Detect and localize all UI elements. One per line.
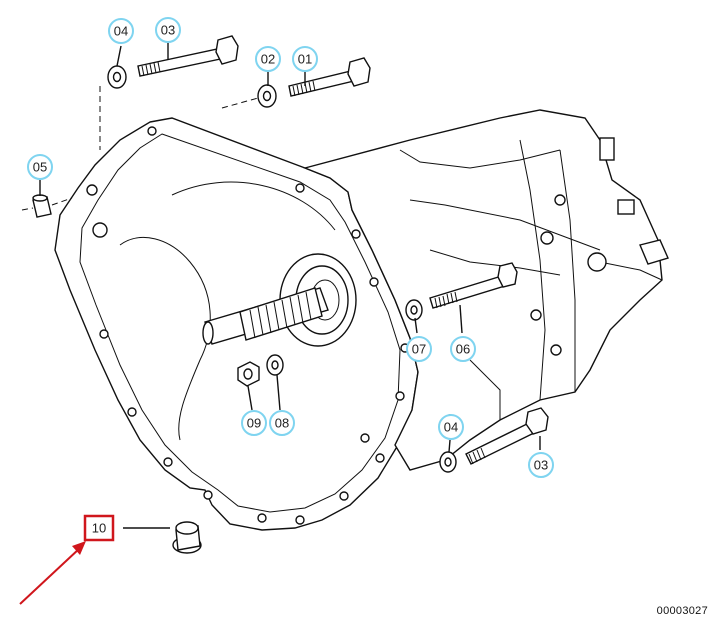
washer-08 xyxy=(266,354,284,376)
flange-bolt-holes xyxy=(86,126,410,525)
callout-07: 07 xyxy=(406,336,432,362)
document-code: 00003027 xyxy=(656,605,708,617)
washer-04-lower xyxy=(439,451,457,473)
callout-label: 04 xyxy=(114,24,128,39)
callout-02: 02 xyxy=(255,46,281,72)
callout-04-lower: 04 xyxy=(438,414,464,440)
stud-06 xyxy=(429,262,518,309)
callout-01: 01 xyxy=(292,46,318,72)
callout-05: 05 xyxy=(27,154,53,180)
plug-10 xyxy=(172,521,202,554)
callout-03-lower: 03 xyxy=(528,452,554,478)
nut-09 xyxy=(237,361,260,387)
washer-02 xyxy=(257,84,277,108)
callout-label: 04 xyxy=(444,420,458,435)
bolt-03-lower xyxy=(465,407,549,465)
callout-label: 07 xyxy=(412,342,426,357)
callout-06: 06 xyxy=(450,336,476,362)
callout-label: 01 xyxy=(298,52,312,67)
dowel-sleeve-05 xyxy=(32,194,52,218)
callout-label: 02 xyxy=(261,52,275,67)
callout-08: 08 xyxy=(269,410,295,436)
callout-label: 08 xyxy=(275,416,289,431)
callout-label: 10 xyxy=(92,521,106,536)
callout-label: 06 xyxy=(456,342,470,357)
callout-label: 03 xyxy=(534,458,548,473)
bolt-03-top xyxy=(137,35,239,77)
callout-09: 09 xyxy=(241,410,267,436)
washer-04-top xyxy=(107,65,127,89)
callout-03-top: 03 xyxy=(155,17,181,43)
callout-label: 09 xyxy=(247,416,261,431)
bolt-01 xyxy=(288,57,371,97)
washer-07 xyxy=(405,299,423,321)
leader-lines xyxy=(21,42,541,529)
callout-label: 05 xyxy=(33,160,47,175)
red-arrow-icon xyxy=(19,541,86,605)
transmission-housing xyxy=(54,109,669,531)
callout-10-highlighted: 10 xyxy=(83,514,115,542)
callout-04-top: 04 xyxy=(108,18,134,44)
callout-label: 03 xyxy=(161,23,175,38)
input-shaft xyxy=(202,253,357,347)
